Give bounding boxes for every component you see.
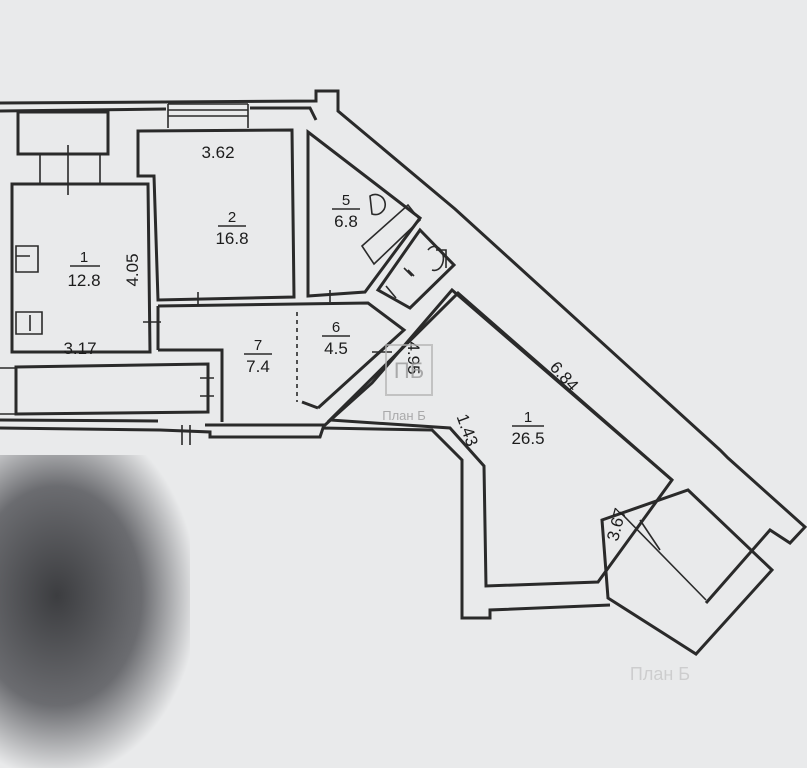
room-number-2: 2 (228, 209, 236, 226)
room-area-1: 26.5 (511, 429, 544, 448)
window-top (167, 103, 249, 128)
outer-walls (0, 89, 807, 620)
wc-outline (375, 227, 457, 310)
room-area-7: 7.4 (246, 357, 270, 376)
dimension-labels: 3.62 4.05 3.17 6.84 1.43 4.95 3.67 (63, 143, 630, 543)
room-number-6: 6 (332, 319, 340, 336)
dimension-room1-diag: 6.84 (546, 358, 582, 395)
room-number-7: 7 (254, 337, 262, 354)
watermark: ПБ План Б План Б (382, 344, 690, 684)
room-number-5: 5 (342, 192, 350, 209)
dimension-room3-height: 4.05 (123, 253, 142, 286)
watermark-text-corner: План Б (630, 664, 690, 684)
room-area-2: 16.8 (215, 229, 248, 248)
dimension-room1-left: 1.43 (453, 411, 482, 449)
room-labels: 1 12.8 2 16.8 5 6.8 7 7.4 6 4.5 1 26.5 (67, 192, 544, 448)
room-5-outline (306, 128, 423, 302)
room-area-5: 6.8 (334, 212, 358, 231)
room-1-outline (326, 290, 675, 588)
dimension-room3-width: 3.17 (63, 339, 96, 358)
room-3-outline (10, 110, 161, 354)
dimension-room2-width: 3.62 (201, 143, 234, 162)
room-number-3: 1 (80, 249, 88, 266)
corridor-outline (0, 362, 214, 445)
balcony-outline (600, 488, 775, 656)
watermark-logo: ПБ (394, 358, 424, 383)
dimension-balcony-right: 3.67 (603, 506, 630, 543)
room-area-3: 12.8 (67, 271, 100, 290)
room-7-6-outline (156, 301, 407, 422)
room-2-outline (136, 128, 296, 306)
dimension-room6-side: 4.95 (404, 341, 423, 374)
room-area-6: 4.5 (324, 339, 348, 358)
room-number-1: 1 (524, 409, 532, 426)
watermark-text: План Б (382, 408, 425, 423)
